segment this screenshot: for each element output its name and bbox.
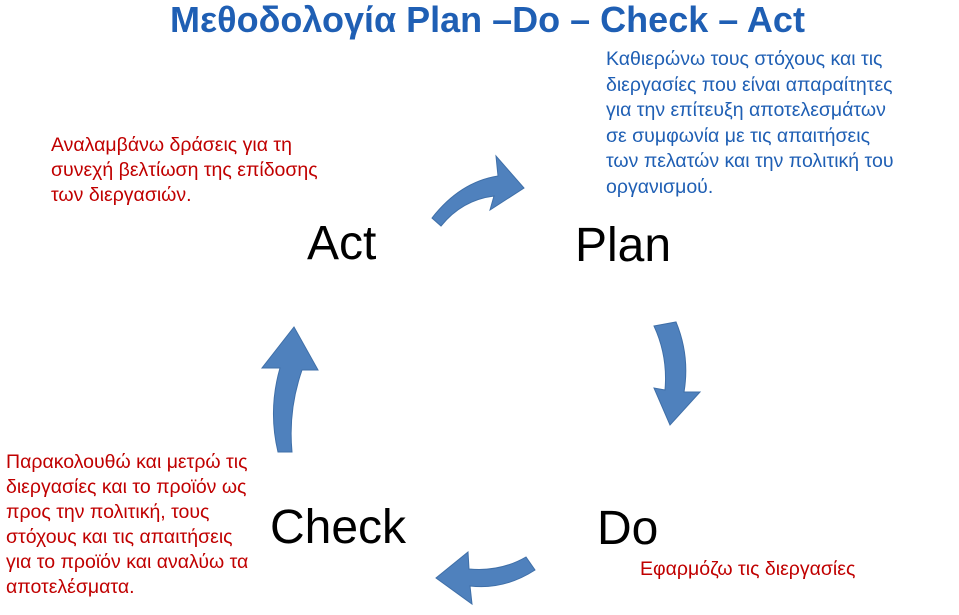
act-description: Αναλαμβάνω δράσεις για τη συνεχή βελτίωσ… — [51, 134, 318, 206]
stage-act-label: Act — [307, 217, 377, 270]
arrow-check-to-act — [260, 326, 319, 453]
plan-description: Καθιερώνω τους στόχους και τις διεργασίε… — [606, 48, 894, 198]
stage-do-label: Do — [597, 502, 659, 555]
arrow-act-to-plan — [431, 154, 525, 227]
check-description: Παρακολουθώ και μετρώ τις διεργασίες και… — [6, 451, 249, 598]
stage-check-label: Check — [270, 501, 407, 554]
arrow-plan-to-do — [653, 321, 702, 426]
do-description: Εφαρμόζω τις διεργασίες — [640, 558, 856, 580]
arrow-do-to-check — [435, 550, 536, 606]
diagram-title: Μεθοδολογία Plan –Do – Check – Act — [170, 0, 805, 40]
stage-plan-label: Plan — [575, 219, 672, 272]
